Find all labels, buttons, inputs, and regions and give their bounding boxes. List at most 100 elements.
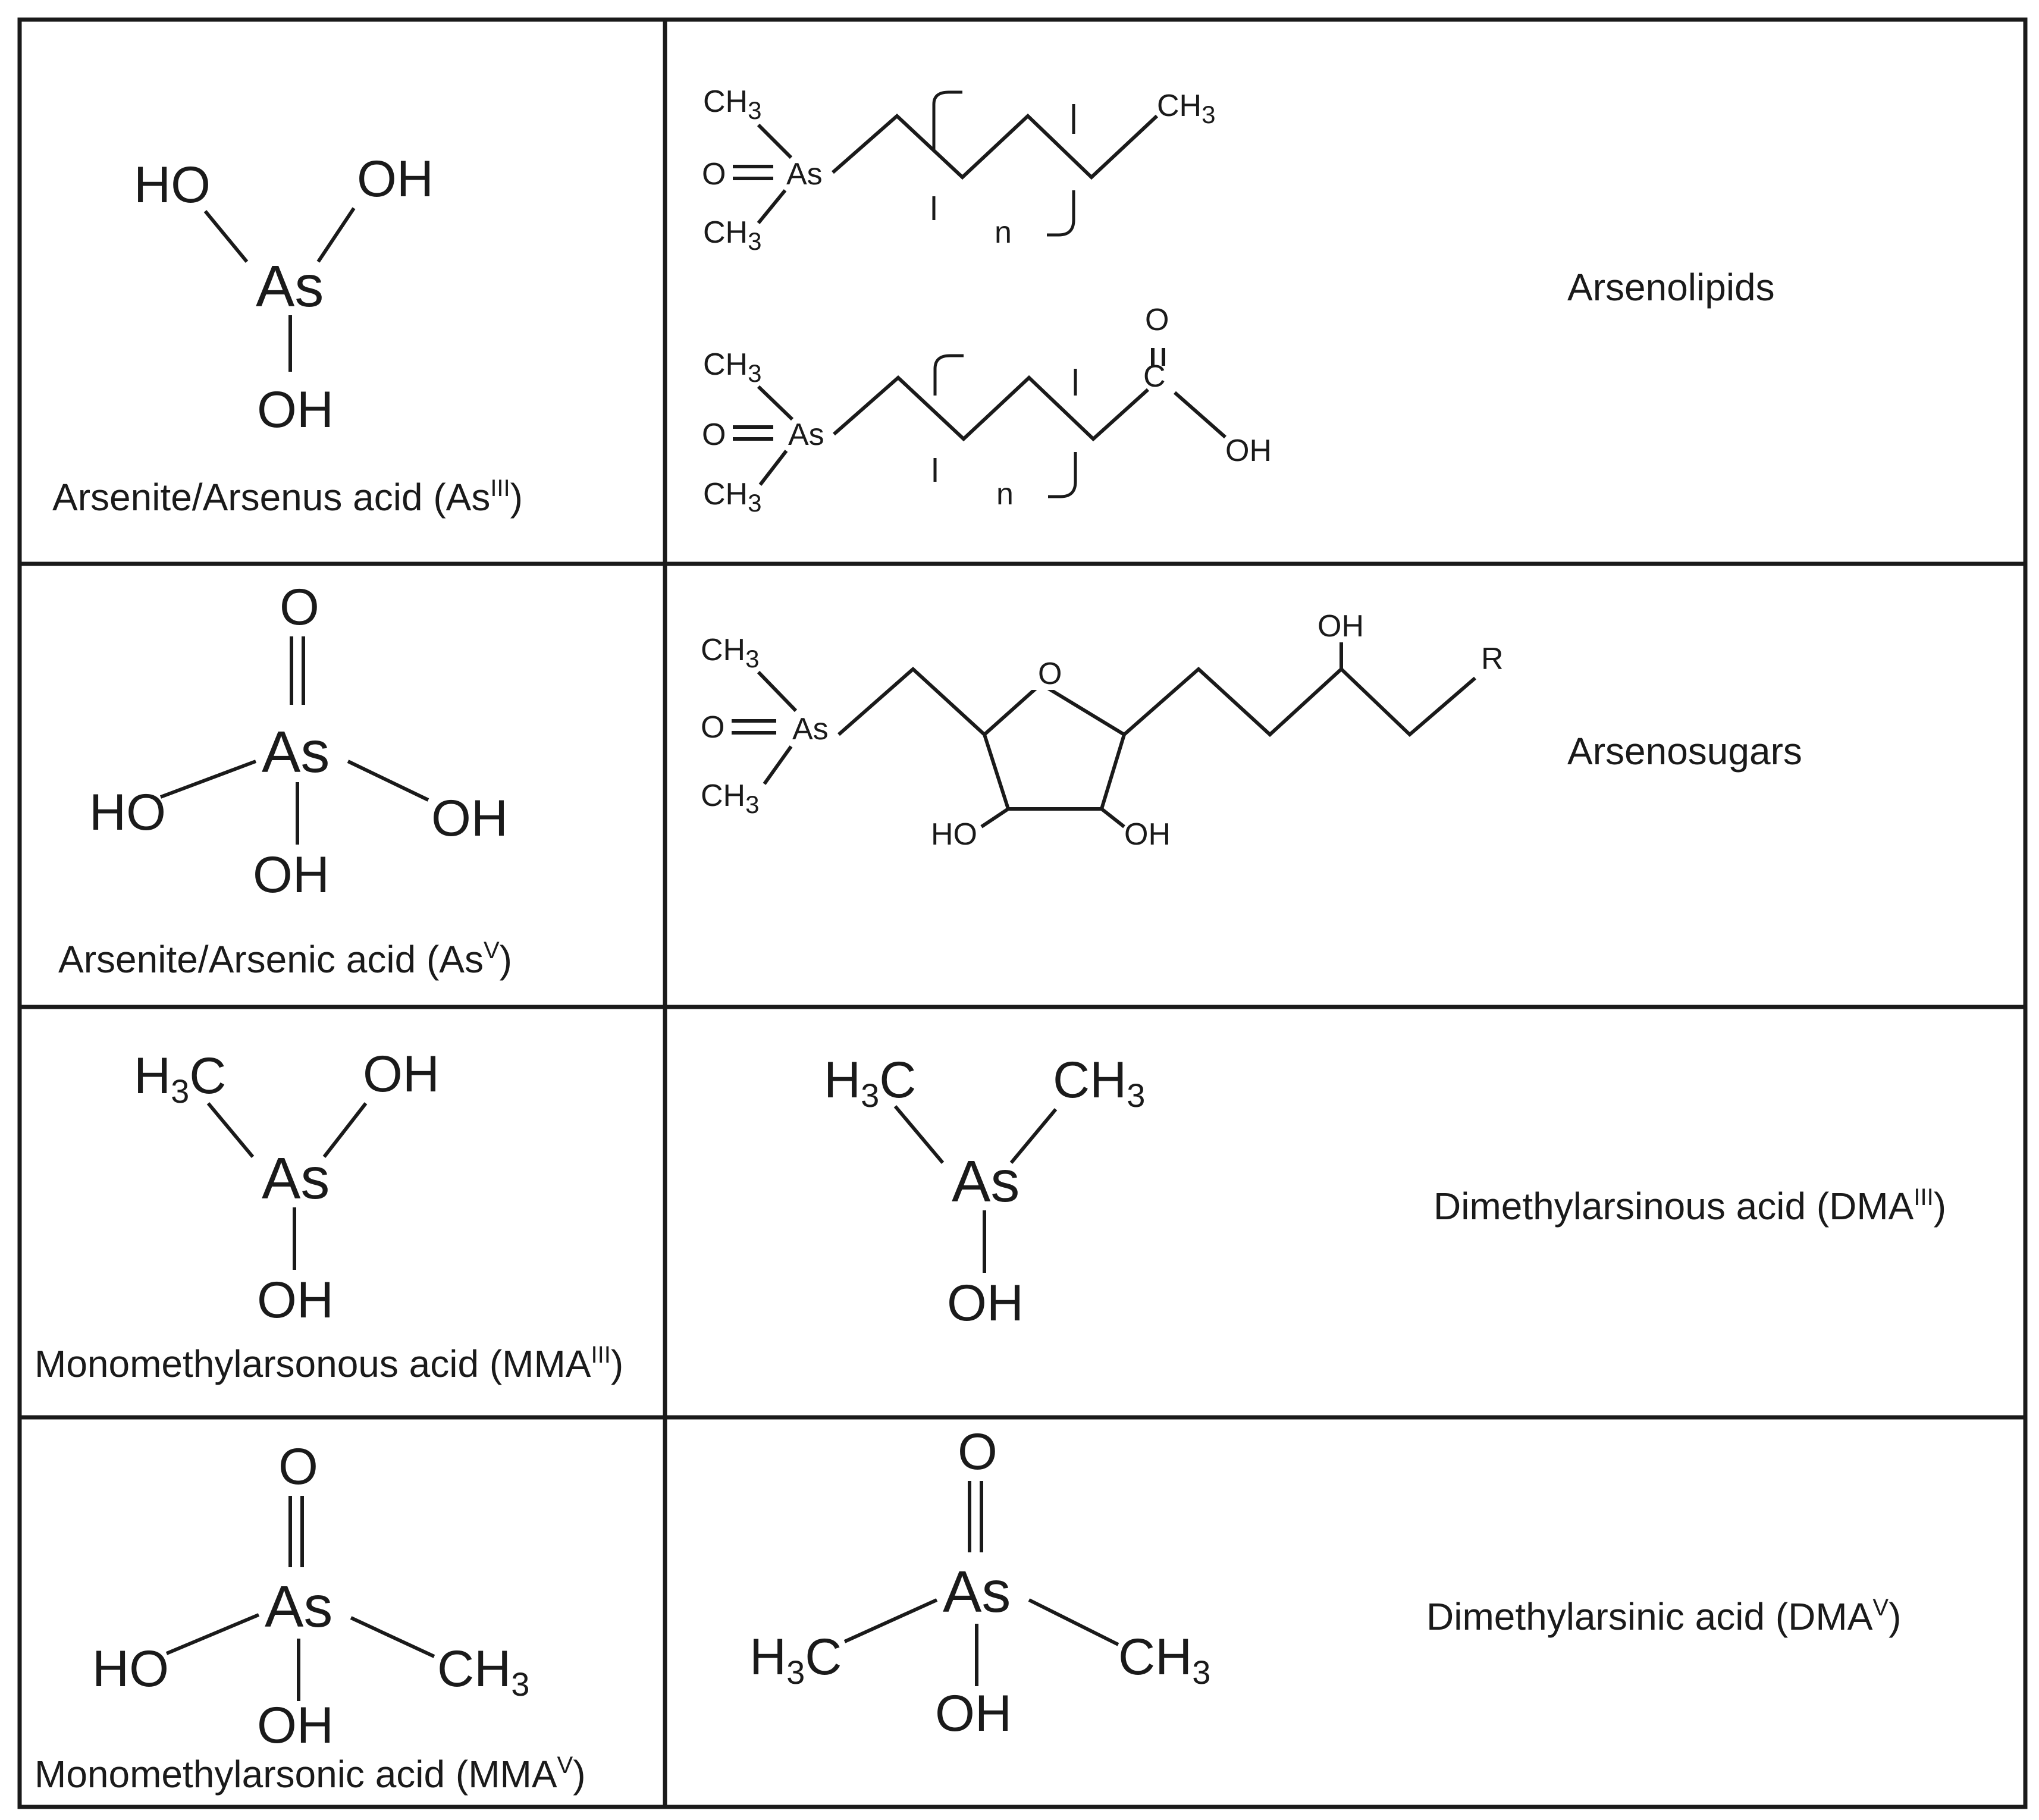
mma3-structure: H3C OH As OH <box>134 1046 440 1329</box>
atom-label-as: As <box>952 1149 1020 1214</box>
arsenolipids-caption: Arsenolipids <box>1567 266 1775 309</box>
atom-label-o: O <box>701 710 724 745</box>
methyl-label: H3C <box>824 1052 916 1114</box>
arsenic-acid-caption: Arsenite/Arsenic acid (AsV) <box>58 937 512 981</box>
atom-label-oh: OH <box>257 381 334 438</box>
bond <box>843 1598 938 1643</box>
bond <box>763 745 793 785</box>
atom-label-o: O <box>278 1438 318 1495</box>
dma5-caption: Dimethylarsinic acid (DMAV) <box>1426 1595 1901 1638</box>
bond <box>893 1105 945 1164</box>
bond <box>347 760 429 802</box>
atom-label-o: O <box>1145 303 1169 337</box>
atom-label-ho: HO <box>931 817 977 852</box>
methyl-label: CH3 <box>437 1640 529 1703</box>
bond <box>757 385 794 421</box>
methyl-label: H3C <box>134 1047 226 1110</box>
atom-label-as: As <box>265 1574 332 1639</box>
atom-label-o: O <box>280 579 319 636</box>
ring-oxygen-background <box>1029 654 1065 690</box>
bond <box>1009 1108 1058 1164</box>
atom-label-o: O <box>702 157 726 192</box>
arsenous-acid-structure: HO OH As OH <box>134 150 434 438</box>
bond <box>206 1102 255 1158</box>
arsenous-acid-caption: Arsenite/Arsenus acid (AsIII) <box>52 475 523 519</box>
methyl-label: CH3 <box>703 215 761 255</box>
bond <box>757 189 787 224</box>
methyl-label: CH3 <box>703 347 761 387</box>
repeat-bracket-right <box>1047 190 1075 237</box>
bond <box>757 123 793 159</box>
repeat-bracket-right <box>1048 452 1077 498</box>
atom-label-as: As <box>256 253 324 319</box>
atom-label-as: As <box>262 1146 330 1211</box>
atom-label-as: As <box>262 719 330 785</box>
methyl-label: CH3 <box>1157 89 1215 128</box>
bond <box>980 807 1009 829</box>
methyl-label: CH3 <box>703 84 761 124</box>
methyl-label: CH3 <box>701 633 759 673</box>
atom-label-oh: OH <box>947 1275 1024 1332</box>
atom-label-oh: OH <box>935 1685 1012 1742</box>
arsenolipid-structure-2: CH3 O As CH3 C O OH n <box>702 303 1272 517</box>
repeat-unit-n: n <box>996 477 1014 512</box>
dma5-structure: O As H3C CH3 OH <box>749 1423 1210 1742</box>
alkyl-chain <box>832 113 1159 180</box>
arsenic-acid-structure: O As HO OH OH <box>89 579 508 903</box>
methyl-label: CH3 <box>703 477 761 517</box>
dma3-caption: Dimethylarsinous acid (DMAIII) <box>1433 1184 1946 1228</box>
atom-label-as: As <box>943 1559 1011 1624</box>
methyl-label: CH3 <box>701 779 759 818</box>
bond <box>1174 391 1226 439</box>
atom-label-ho: HO <box>89 784 166 841</box>
side-chain <box>1123 666 1476 738</box>
atom-label-as: As <box>792 712 829 746</box>
atom-label-oh: OH <box>431 790 508 847</box>
atom-label-oh: OH <box>257 1697 334 1754</box>
bond <box>350 1616 435 1658</box>
table-border <box>17 17 2028 1809</box>
bond <box>316 207 356 263</box>
repeat-bracket-left <box>933 354 964 396</box>
atom-label-as: As <box>786 157 823 192</box>
atom-label-oh: OH <box>357 150 434 208</box>
arsenolipid-structure-1: CH3 O As CH3 CH3 n <box>702 84 1215 255</box>
dma3-structure: H3C CH3 As OH <box>824 1052 1145 1332</box>
furanose-ring <box>982 682 1127 811</box>
atom-label-oh: OH <box>257 1272 334 1329</box>
atom-label-oh: OH <box>1124 817 1171 852</box>
linker-chain <box>837 666 986 736</box>
repeat-unit-n: n <box>995 215 1012 250</box>
mma5-structure: O As HO CH3 OH <box>92 1438 529 1754</box>
arsenosugar-structure: CH3 O As CH3 O HO OH OH R <box>701 609 1504 852</box>
bond <box>322 1102 368 1158</box>
mma3-caption: Monomethylarsonous acid (MMAIII) <box>34 1342 623 1385</box>
atom-label-oh: OH <box>1225 434 1272 468</box>
bond <box>758 450 788 486</box>
bond <box>1100 807 1125 829</box>
methyl-label: CH3 <box>1053 1052 1145 1114</box>
alkyl-chain <box>833 375 1150 442</box>
atom-label-o: O <box>958 1423 997 1480</box>
table-grid <box>17 17 2028 1809</box>
atom-label-r: R <box>1481 642 1504 676</box>
bond <box>159 760 257 799</box>
bond <box>1028 1598 1119 1646</box>
atom-label-ho: HO <box>134 156 211 214</box>
bond <box>203 210 249 263</box>
atom-label-oh: OH <box>253 846 330 903</box>
arsenosugars-caption: Arsenosugars <box>1567 730 1802 773</box>
atom-label-oh: OH <box>1317 609 1364 644</box>
atom-label-o: O <box>702 418 726 452</box>
bond <box>165 1613 260 1655</box>
atom-label-as: As <box>788 418 824 452</box>
repeat-bracket-left <box>932 90 962 134</box>
atom-label-o: O <box>1038 657 1062 691</box>
atom-label-oh: OH <box>363 1046 440 1103</box>
methyl-label: CH3 <box>1118 1628 1210 1691</box>
methyl-label: H3C <box>749 1628 842 1691</box>
bond <box>757 670 798 713</box>
mma5-caption: Monomethylarsonic acid (MMAV) <box>34 1752 586 1796</box>
